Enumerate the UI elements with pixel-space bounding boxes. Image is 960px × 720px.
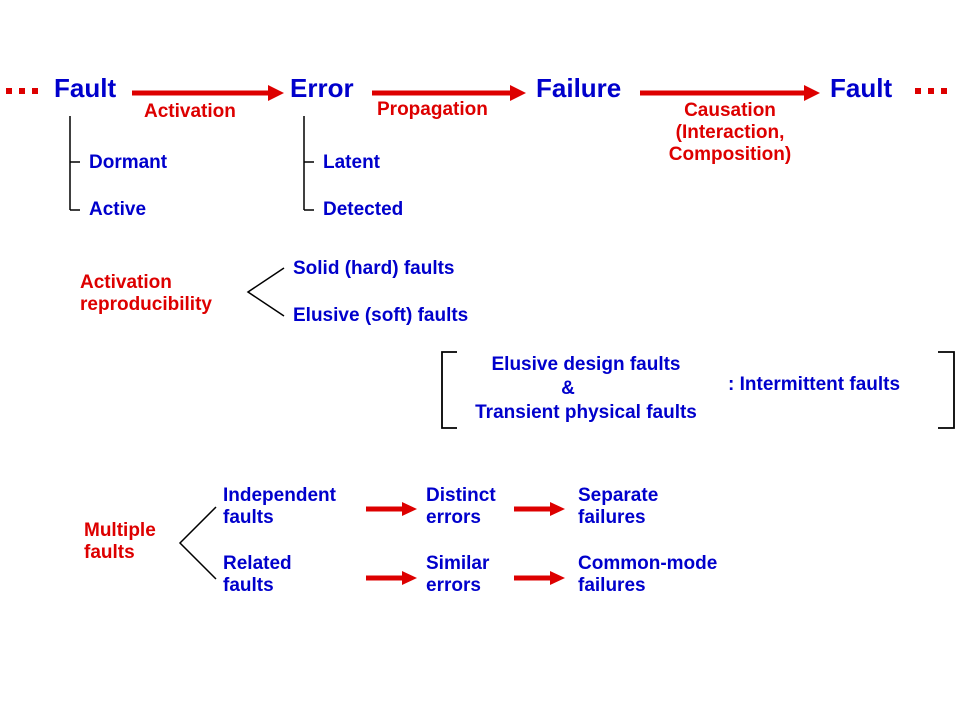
latent-label: Latent [323,152,380,173]
left-square-bracket [441,351,457,429]
solid-faults-label: Solid (hard) faults [293,258,455,279]
independent-faults-label: Independent faults [223,485,336,528]
propagation-label: Propagation [377,99,488,120]
fault-states-bracket [69,116,80,211]
multiple-arrows [366,502,565,585]
activation-label: Activation [144,101,236,122]
active-label: Active [89,199,147,220]
related-faults-label: Related faults [223,553,292,596]
reproducibility-chevron [246,267,285,317]
elusive-faults-label: Elusive (soft) faults [293,305,469,326]
fault-label-right: Fault [830,73,893,103]
failure-label: Failure [536,73,622,103]
common-mode-failures-label: Common-mode failures [578,553,718,596]
reproducibility-label: Activation reproducibility [80,272,212,315]
ampersand-label: & [561,378,575,399]
causation-label: Causation (Interaction, Composition) [668,100,792,165]
distinct-errors-label: Distinct errors [426,485,496,528]
similar-errors-label: Similar errors [426,553,490,596]
right-square-bracket [938,351,955,429]
ellipsis-right-dots [915,88,947,94]
error-label: Error [290,73,354,103]
multiple-faults-label: Multiple faults [84,520,156,563]
fault-label-left: Fault [54,73,117,103]
chain-arrows [132,85,820,101]
dormant-label: Dormant [89,152,168,173]
elusive-design-faults-label: Elusive design faults [491,354,681,375]
transient-physical-faults-label: Transient physical faults [475,402,697,423]
detected-label: Detected [323,199,404,220]
separate-failures-label: Separate failures [578,485,659,528]
ellipsis-left-dots [6,88,38,94]
multiple-chevron [178,506,217,580]
error-states-bracket [303,116,314,211]
intermittent-faults-label: : Intermittent faults [728,374,901,395]
